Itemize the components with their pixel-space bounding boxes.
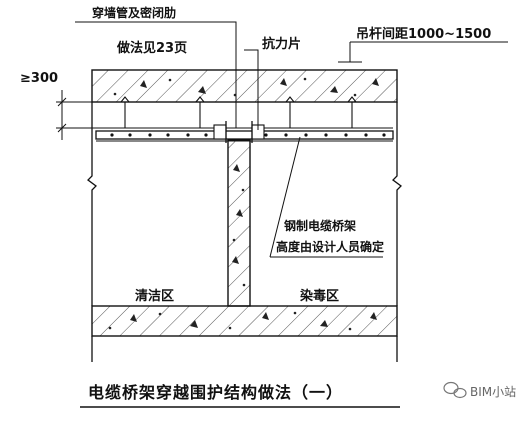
label-tray-note-2: 高度由设计人员确定 xyxy=(276,239,384,254)
label-tray-note-1: 钢制电缆桥架 xyxy=(284,218,356,233)
leader-lines xyxy=(75,21,508,258)
dimension-min-distance xyxy=(56,90,96,140)
chat-icon xyxy=(443,381,467,399)
label-toxic-zone: 染毒区 xyxy=(299,288,339,304)
hanger-rods xyxy=(120,96,357,128)
label-see-page: 做法见23页 xyxy=(116,40,187,56)
label-min-distance: ≥300 xyxy=(20,71,58,86)
break-lines xyxy=(87,102,402,362)
bottom-slab xyxy=(91,305,398,337)
diagram-title: 电缆桥架穿越围护结构做法（一） xyxy=(88,383,343,402)
label-wall-pipe: 穿墙管及密闭肋 xyxy=(92,5,176,20)
cable-tray xyxy=(95,121,394,143)
label-hanger-spacing: 吊杆间距1000~1500 xyxy=(356,26,491,42)
label-anti-force: 抗力片 xyxy=(262,36,301,52)
top-slab xyxy=(91,69,398,103)
label-clean-zone: 清洁区 xyxy=(135,288,174,304)
partition-wall xyxy=(227,139,251,307)
watermark: BIM小站 xyxy=(443,381,516,399)
watermark-text: BIM小站 xyxy=(470,385,516,399)
